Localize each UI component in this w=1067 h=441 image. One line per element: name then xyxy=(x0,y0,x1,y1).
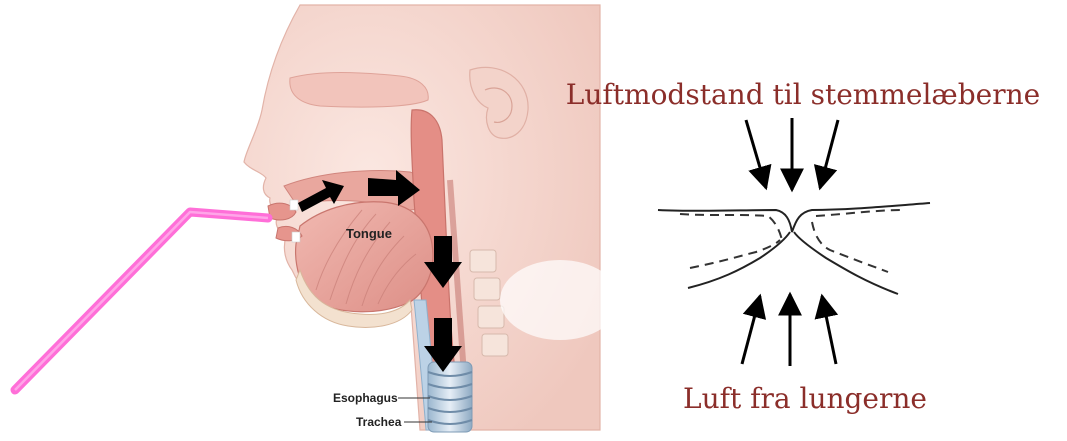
top-arrows xyxy=(746,118,838,190)
straw xyxy=(15,212,268,390)
tongue-label: Tongue xyxy=(346,226,392,241)
vocal-fold-outline xyxy=(658,203,930,294)
nasal-cavity xyxy=(290,73,428,108)
bottom-arrows xyxy=(742,294,836,366)
head-anatomy-illustration: Tongue Esophagus Trachea xyxy=(15,5,620,432)
trachea xyxy=(428,362,472,432)
vocal-fold-dashed xyxy=(680,210,902,272)
bottom-label: Luft fra lungerne xyxy=(683,382,927,415)
esophagus-label: Esophagus xyxy=(333,391,398,405)
top-label: Luftmodstand til stemmelæberne xyxy=(566,78,1040,111)
vocal-folds-diagram: Luftmodstand til stemmelæberne Luft fra … xyxy=(566,78,1040,415)
trachea-label: Trachea xyxy=(356,415,402,429)
